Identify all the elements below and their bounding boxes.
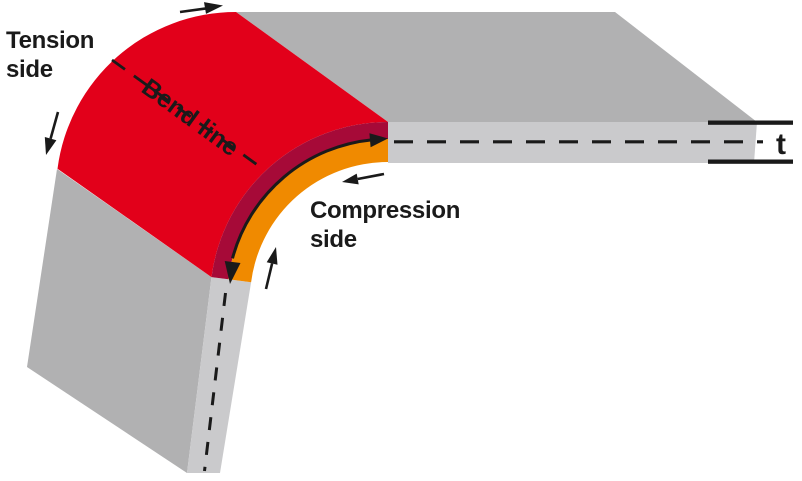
compression-arrow-up-icon	[264, 247, 278, 290]
thickness-dim-top-line	[708, 120, 793, 125]
flange-face	[27, 169, 212, 473]
bend-line-dashes	[111, 58, 264, 171]
flange-centerline-dashes	[203, 292, 227, 472]
compression-side-label-line2: side	[310, 226, 357, 253]
neutral-axis-arrowhead-right-icon	[369, 133, 388, 148]
tension-arrow-top-icon	[179, 2, 223, 14]
tension-arrow-top-head	[204, 2, 223, 14]
neutral-axis-curve-arrow	[231, 138, 373, 259]
bend-outer-surface-tension	[57, 12, 388, 278]
tension-arrow-left-icon	[44, 111, 60, 155]
tension-side-label-line1: Tension	[6, 27, 95, 54]
compression-arrow-left-shaft	[357, 172, 385, 181]
compression-arrow-up-shaft	[264, 263, 274, 290]
neutral-axis-arrowhead-bottom-icon	[224, 261, 241, 284]
thickness-dim-bottom-line	[708, 159, 793, 164]
compression-side-label: Compression side	[310, 196, 460, 254]
compression-arrow-left-head	[342, 173, 359, 185]
tension-side-label-line2: side	[6, 56, 53, 83]
bend-edge-compression-zone	[228, 139, 388, 283]
flat-sheet-top-face	[236, 12, 757, 122]
tension-arrow-left-shaft	[49, 111, 60, 139]
compression-arrow-left-icon	[342, 172, 385, 185]
tension-side-label: Tension side	[6, 26, 94, 84]
compression-side-label-line1: Compression	[310, 197, 461, 224]
compression-arrow-up-head	[266, 247, 278, 265]
thickness-label: t	[776, 128, 786, 161]
flange-edge	[187, 277, 252, 473]
tension-arrow-left-head	[44, 137, 57, 155]
tension-arrow-top-shaft	[179, 7, 208, 14]
